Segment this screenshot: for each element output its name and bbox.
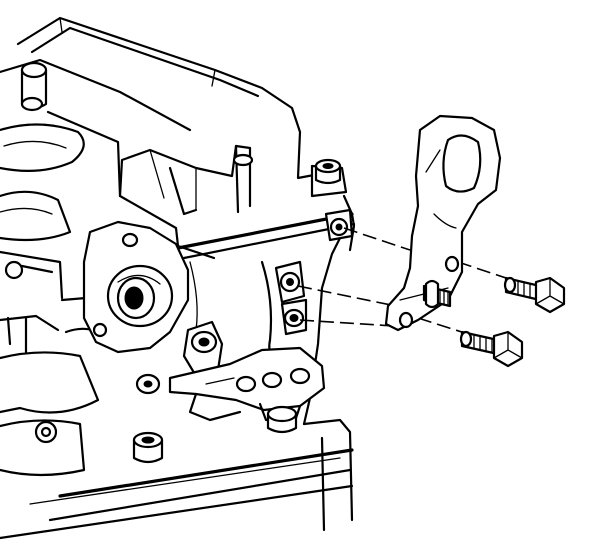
alignment-lines [297, 227, 513, 335]
lower-bolt [459, 330, 524, 368]
intake-manifold [0, 16, 348, 300]
stud [422, 279, 452, 309]
lower-left-bolt [135, 373, 161, 395]
support-bracket [384, 114, 502, 332]
manifold-bolt [314, 158, 342, 185]
flange-housing [82, 220, 190, 354]
engine-block [0, 194, 356, 540]
upper-bolt [503, 276, 566, 314]
lower-mounting-bracket [168, 320, 326, 434]
lower-left-bolt-2 [132, 431, 164, 464]
